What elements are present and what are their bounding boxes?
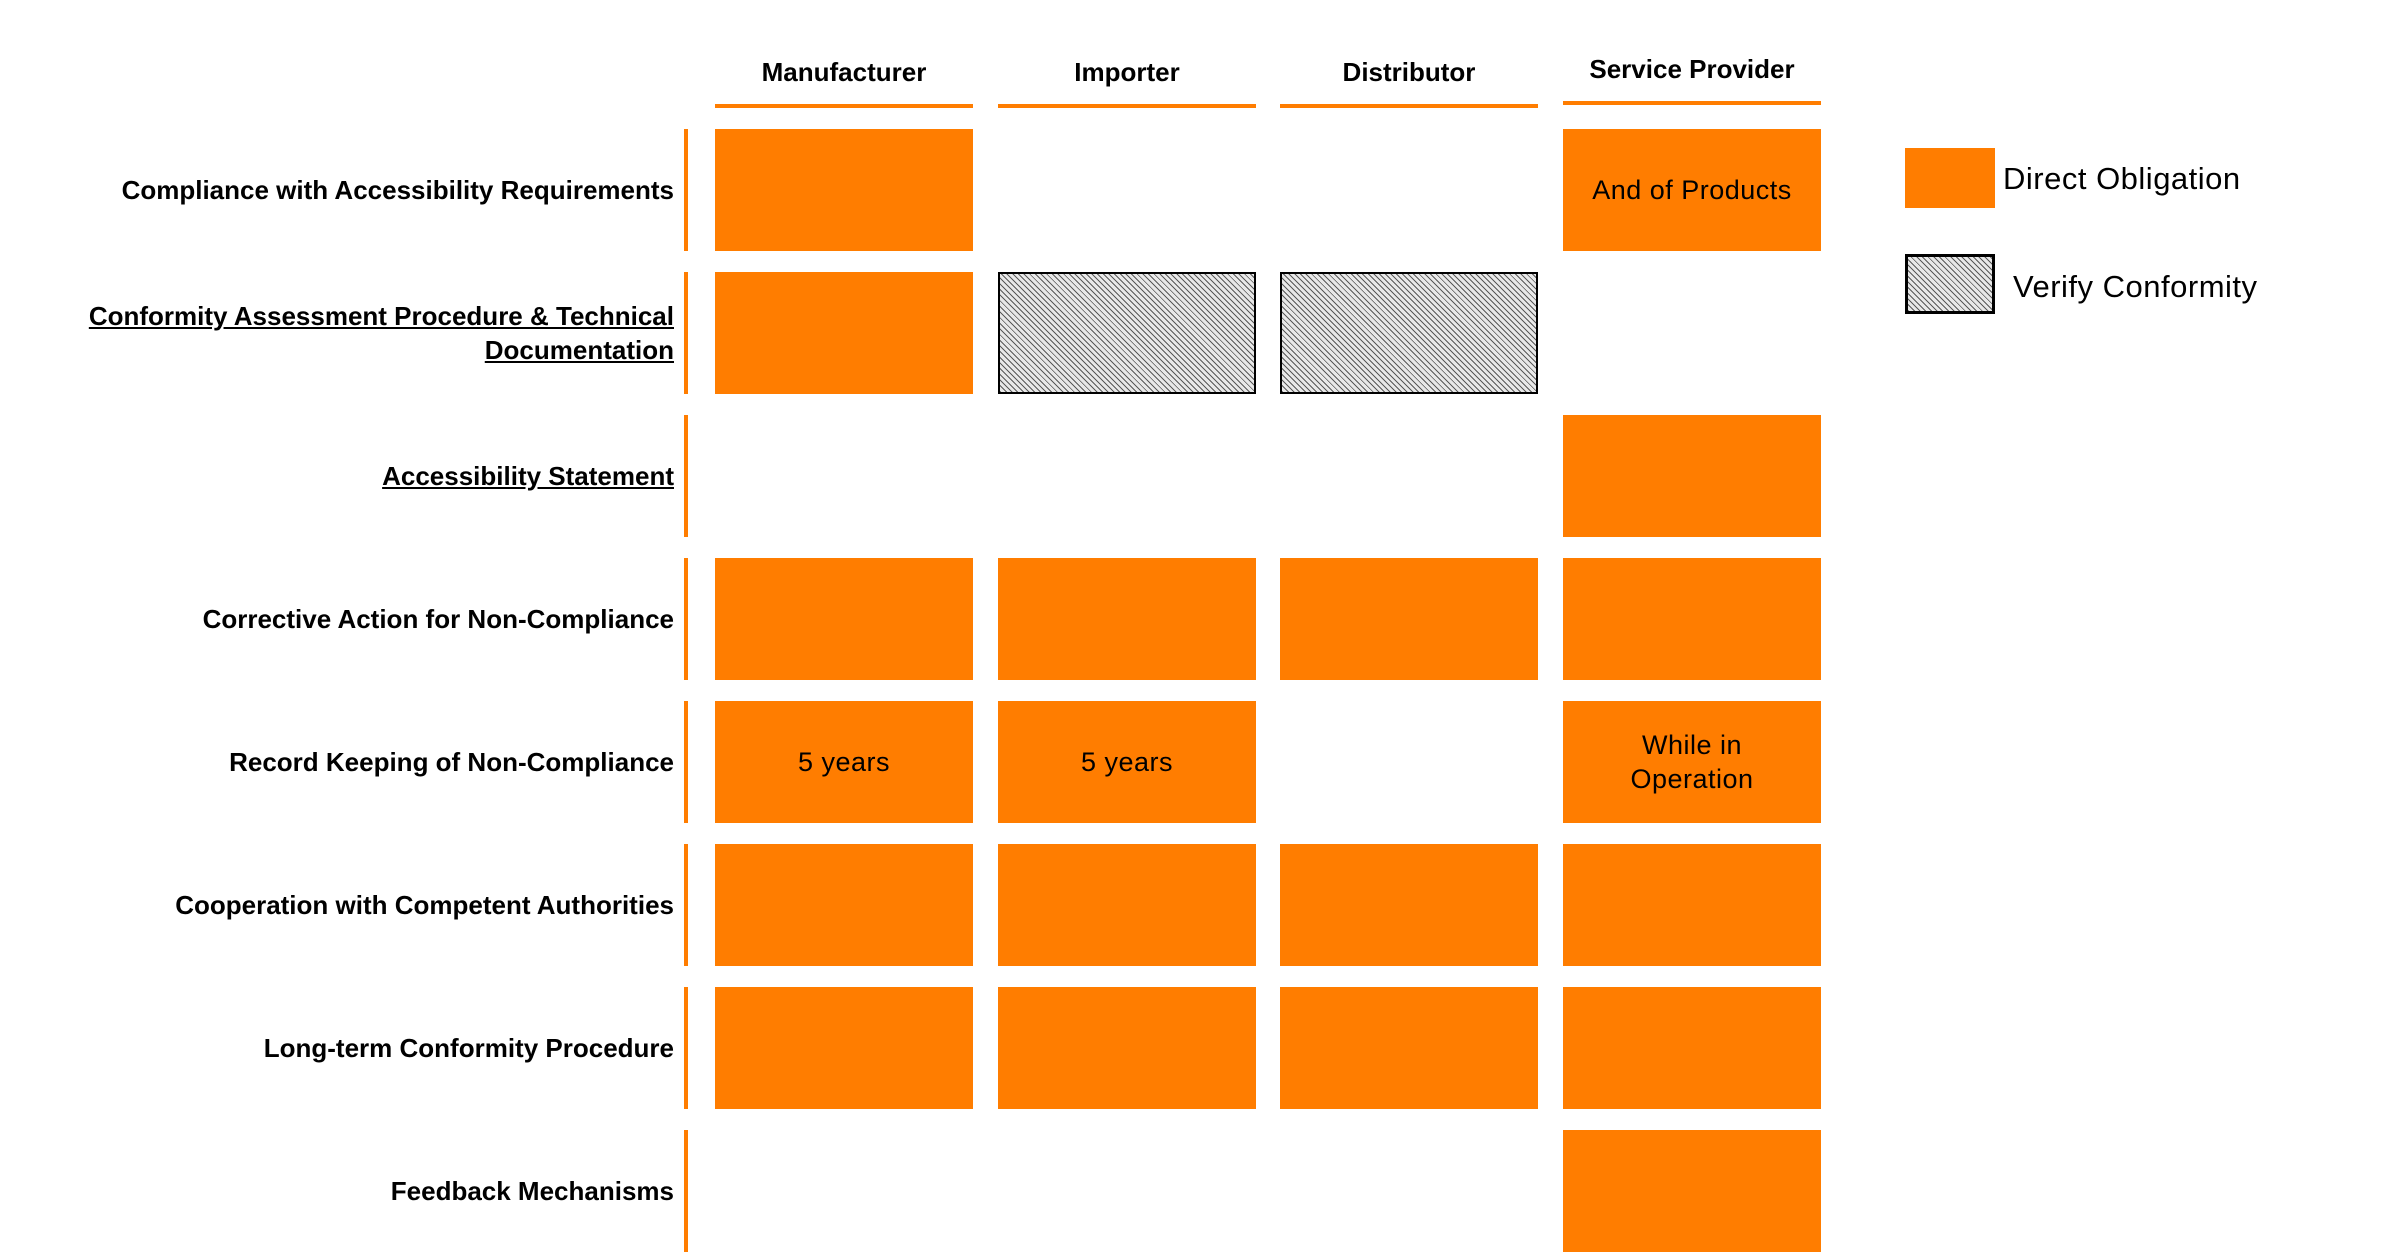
- row-divider: [684, 129, 688, 251]
- row-label-text: Record Keeping of Non-Compliance: [229, 747, 674, 777]
- direct-obligation-cell-service-provider: While in Operation: [1563, 701, 1821, 823]
- direct-obligation-cell-distributor: [1280, 558, 1538, 680]
- row-divider: [684, 1130, 688, 1252]
- direct-obligation-cell-service-provider: [1563, 987, 1821, 1109]
- column-header-distributor: Distributor: [1280, 52, 1538, 108]
- direct-obligation-cell-distributor: [1280, 987, 1538, 1109]
- cell-text: 5 years: [797, 747, 891, 777]
- column-header-manufacturer: Manufacturer: [715, 52, 973, 108]
- row-label-text: Long-term Conformity Procedure: [263, 1033, 674, 1063]
- legend-verify-conformity-swatch: [1905, 254, 1995, 314]
- verify-conformity-cell-importer: [998, 272, 1256, 394]
- direct-obligation-cell-importer: [998, 844, 1256, 966]
- direct-obligation-cell-manufacturer: [715, 558, 973, 680]
- row-divider: [684, 987, 688, 1109]
- direct-obligation-cell-service-provider: [1563, 558, 1821, 680]
- direct-obligation-cell-manufacturer: [715, 129, 973, 251]
- row-label: Feedback Mechanisms: [40, 1130, 674, 1252]
- row-label: Compliance with Accessibility Requiremen…: [40, 129, 674, 251]
- row-label: Long-term Conformity Procedure: [40, 987, 674, 1109]
- cell-text: 5 years: [1080, 747, 1174, 777]
- row-label-text: Corrective Action for Non-Compliance: [202, 604, 674, 634]
- row-label[interactable]: Accessibility Statement: [40, 415, 674, 537]
- legend-verify-conformity-label: Verify Conformity: [2013, 269, 2258, 304]
- direct-obligation-cell-service-provider: [1563, 844, 1821, 966]
- verify-conformity-cell-distributor: [1280, 272, 1538, 394]
- row-divider: [684, 701, 688, 823]
- row-label[interactable]: Conformity Assessment Procedure & Techni…: [40, 272, 674, 394]
- cell-text: And of Products: [1592, 175, 1792, 205]
- row-label-text: Feedback Mechanisms: [390, 1176, 674, 1206]
- row-label: Cooperation with Competent Authorities: [40, 844, 674, 966]
- row-label: Corrective Action for Non-Compliance: [40, 558, 674, 680]
- row-label-text: Cooperation with Competent Authorities: [175, 890, 674, 920]
- row-label-text[interactable]: Conformity Assessment Procedure & Techni…: [88, 301, 674, 365]
- cell-text: While in Operation: [1630, 730, 1754, 794]
- direct-obligation-cell-manufacturer: [715, 844, 973, 966]
- direct-obligation-cell-manufacturer: [715, 987, 973, 1109]
- legend-direct-obligation-swatch: [1905, 148, 1995, 208]
- direct-obligation-cell-importer: 5 years: [998, 701, 1256, 823]
- direct-obligation-cell-manufacturer: 5 years: [715, 701, 973, 823]
- row-label-text: Compliance with Accessibility Requiremen…: [121, 175, 674, 205]
- row-label-text[interactable]: Accessibility Statement: [382, 461, 674, 491]
- direct-obligation-cell-manufacturer: [715, 272, 973, 394]
- row-divider: [684, 415, 688, 537]
- direct-obligation-cell-distributor: [1280, 844, 1538, 966]
- row-divider: [684, 844, 688, 966]
- direct-obligation-cell-importer: [998, 987, 1256, 1109]
- column-header-service-provider: Service Provider: [1563, 49, 1821, 105]
- direct-obligation-cell-service-provider: [1563, 1130, 1821, 1252]
- row-divider: [684, 558, 688, 680]
- column-header-importer: Importer: [998, 52, 1256, 108]
- legend-direct-obligation-label: Direct Obligation: [2003, 161, 2241, 196]
- direct-obligation-cell-service-provider: And of Products: [1563, 129, 1821, 251]
- direct-obligation-cell-importer: [998, 558, 1256, 680]
- row-label: Record Keeping of Non-Compliance: [40, 701, 674, 823]
- row-divider: [684, 272, 688, 394]
- direct-obligation-cell-service-provider: [1563, 415, 1821, 537]
